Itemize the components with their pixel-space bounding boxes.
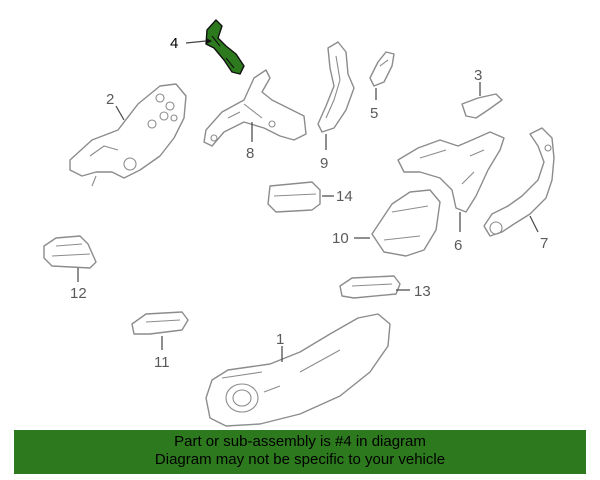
- info-banner: Part or sub-assembly is #4 in diagram Di…: [14, 430, 586, 474]
- part-10[interactable]: [371, 189, 441, 257]
- banner-line-2: Diagram may not be specific to your vehi…: [154, 451, 446, 468]
- callout-9: 9: [320, 155, 328, 172]
- callout-8: 8: [246, 145, 254, 162]
- part-7[interactable]: [483, 127, 555, 237]
- leader-7: [529, 215, 539, 233]
- callout-11: 11: [154, 354, 170, 371]
- leader-4: [185, 40, 207, 44]
- part-3[interactable]: [461, 93, 503, 119]
- callout-6: 6: [454, 237, 462, 254]
- callout-4: 4: [170, 35, 178, 52]
- part-12[interactable]: [43, 235, 97, 269]
- part-8[interactable]: [203, 69, 307, 147]
- leader-2: [115, 105, 125, 121]
- part-14[interactable]: [267, 181, 321, 213]
- callout-13: 13: [414, 283, 431, 300]
- part-11[interactable]: [131, 311, 189, 335]
- arrow-4: [206, 38, 212, 44]
- part-1[interactable]: [205, 313, 391, 427]
- part-9[interactable]: [317, 41, 355, 133]
- callout-10: 10: [332, 230, 349, 247]
- callout-5: 5: [370, 105, 378, 122]
- part-6[interactable]: [397, 131, 505, 213]
- callout-12: 12: [70, 285, 87, 302]
- callout-14: 14: [336, 188, 353, 205]
- callout-1: 1: [276, 331, 284, 348]
- part-5[interactable]: [369, 51, 395, 87]
- part-13[interactable]: [339, 275, 401, 299]
- banner-line-1: Part or sub-assembly is #4 in diagram: [174, 433, 426, 450]
- callout-7: 7: [540, 235, 548, 252]
- part-4-highlighted[interactable]: [205, 19, 245, 75]
- callout-3: 3: [474, 67, 482, 84]
- part-2[interactable]: [69, 83, 187, 187]
- callout-2: 2: [106, 91, 114, 108]
